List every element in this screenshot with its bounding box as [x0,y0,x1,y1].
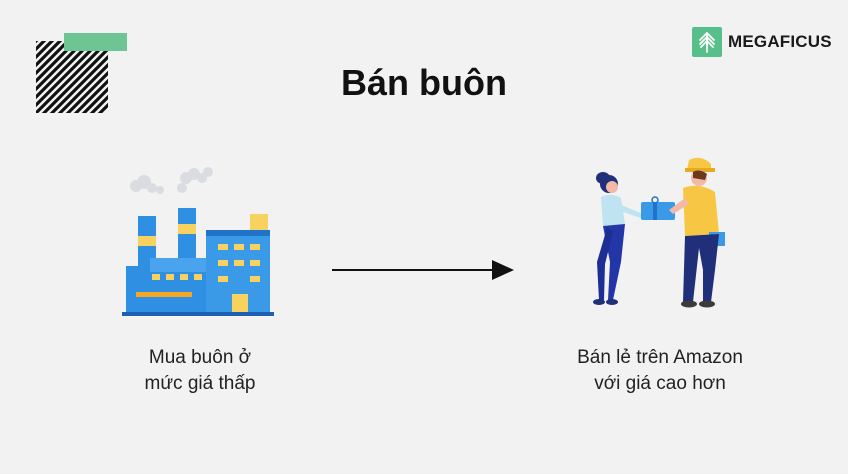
caption-line: Mua buôn ở [148,347,252,368]
caption-line: với giá cao hơn [594,373,726,394]
handover-people-icon [593,157,725,308]
caption-line: mức giá thấp [144,373,256,394]
brand-name: MEGAFICUS [728,32,832,51]
page-title: Bán buôn [341,62,507,103]
step-caption-wholesale: Mua buôn ở mức giá thấp [100,345,300,397]
step-caption-retail: Bán lẻ trên Amazon với giá cao hơn [535,345,785,397]
striped-decoration [36,33,127,113]
brand-logo: MEGAFICUS [692,27,832,57]
green-accent-bar [64,33,127,51]
arrow-right-icon [332,260,514,280]
caption-line: Bán lẻ trên Amazon [577,347,743,368]
factory-icon [122,167,274,316]
ficus-leaf-icon [692,27,722,57]
